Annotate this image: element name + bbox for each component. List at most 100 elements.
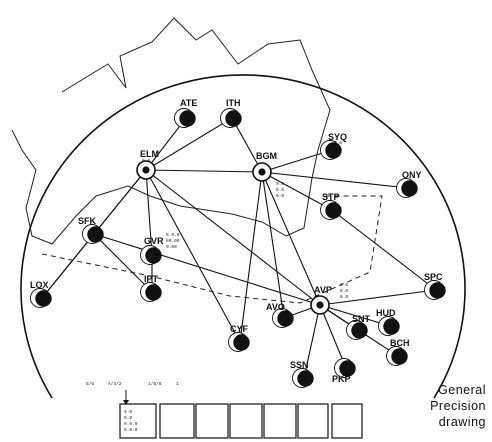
panel-box-2 xyxy=(159,403,195,439)
boundary-outline xyxy=(11,17,331,245)
link-bgm-stp xyxy=(261,171,333,211)
link-lines xyxy=(41,117,437,379)
panel-box-3 xyxy=(195,403,229,439)
panel-top-label: 1 xyxy=(176,381,179,387)
station-ipt: IPT xyxy=(140,274,162,302)
station-label-avo: AVO xyxy=(266,302,285,312)
link-sfk-lox xyxy=(41,233,95,299)
link-elm-cyf xyxy=(145,169,241,343)
link-avp-spc xyxy=(319,289,437,306)
avp-info-line: 0.0 xyxy=(340,288,348,294)
sys-info: 0.0 xyxy=(334,140,342,146)
station-label-elm: ELM xyxy=(140,149,159,159)
station-label-avp: AVP xyxy=(314,285,332,295)
station-spc: SPC xyxy=(424,272,446,300)
hub-dot xyxy=(316,301,324,309)
caption-line: Precision xyxy=(430,399,486,413)
station-bgm: BGM xyxy=(252,151,277,182)
station-ony: ONY xyxy=(396,170,422,198)
scope-circle xyxy=(20,74,466,399)
link-elm-ith xyxy=(145,117,233,171)
link-bgm-ony xyxy=(261,171,409,189)
hub-dot xyxy=(142,166,150,174)
site-blip xyxy=(325,202,342,219)
panel-box-text: 0.0.0 xyxy=(124,427,138,433)
gvr-info-block: 9.0.0 80.00 0.00 xyxy=(166,232,180,250)
station-label-hud: HUD xyxy=(376,308,396,318)
readout-panel: 5/6 A/4/2 1/5/6 1 4.0 0.0 0.0.0 0.0.0 xyxy=(86,381,363,439)
figure-caption: General Precision drawing xyxy=(430,382,486,430)
link-bgm-syq xyxy=(261,149,333,173)
station-label-spc: SPC xyxy=(424,272,443,282)
site-blip xyxy=(297,370,314,387)
caption-line: General xyxy=(438,383,486,397)
link-bgm-avo xyxy=(261,171,285,319)
panel-box-text: 4.0 xyxy=(124,409,132,415)
link-bgm-cyf xyxy=(239,171,263,343)
site-blip xyxy=(145,284,162,301)
station-label-sfk: SFK xyxy=(78,216,97,226)
station-ssn: SSN xyxy=(290,360,314,388)
caption-line: drawing xyxy=(438,415,486,429)
station-label-ate: ATE xyxy=(180,98,197,108)
site-blip xyxy=(401,180,418,197)
station-elm: ELM xyxy=(136,149,159,180)
panel-arrow-head xyxy=(123,400,129,405)
station-label-ssn: SSN xyxy=(290,360,309,370)
station-ate: ATE xyxy=(174,98,197,128)
link-elm-avp xyxy=(145,169,321,306)
link-avp-ssn xyxy=(303,304,321,379)
link-elm-bgm xyxy=(145,169,263,173)
station-syq: SYQ xyxy=(320,132,347,160)
panel-top-label: 5/6 xyxy=(86,381,94,387)
station-label-bgm: BGM xyxy=(256,151,277,161)
bgm-info-block: 0.0 0.0 0.0 xyxy=(276,181,284,199)
link-sfk-avp xyxy=(93,233,321,306)
panel-box-text: 0.0.0 xyxy=(124,421,138,427)
site-blip xyxy=(87,226,104,243)
station-cyf: CYF xyxy=(228,324,250,352)
site-blip xyxy=(179,110,196,127)
link-stp-spc xyxy=(331,209,437,291)
link-elm-gvr xyxy=(145,169,153,256)
bgm-info-line: 0.0 xyxy=(276,193,284,199)
station-pkp: PKP xyxy=(332,358,356,384)
station-label-pkp: PKP xyxy=(332,374,351,384)
site-blip xyxy=(277,310,294,327)
bgm-info-line: 0.0 xyxy=(276,187,284,193)
station-label-lox: LOX xyxy=(30,280,49,290)
site-blip xyxy=(233,334,250,351)
gvr-info-line: 80.00 xyxy=(166,238,180,244)
station-label-snt: SNT xyxy=(352,314,371,324)
station-label-gvr: GVR xyxy=(144,236,164,246)
station-sfk: SFK xyxy=(78,216,104,244)
elm-info: 0.0 xyxy=(142,158,150,164)
station-hud: HUD xyxy=(376,308,400,336)
station-avp: AVP xyxy=(310,285,332,315)
station-label-ony: ONY xyxy=(402,170,422,180)
panel-box-5 xyxy=(263,403,297,439)
panel-box-4 xyxy=(229,403,263,439)
station-label-stp: STP xyxy=(322,192,340,202)
gvr-info-line: 0.00 xyxy=(166,244,177,250)
station-markers: ELM BGM AVP ATE ITH SYQ ONY STP SFK GVR LOX IPT SPC A… xyxy=(30,98,446,388)
bgm-info-line: 0.0 xyxy=(276,181,284,187)
station-bch: BCH xyxy=(386,338,410,366)
site-blip xyxy=(325,142,342,159)
panel-box-1 xyxy=(119,403,157,439)
link-avp-pkp xyxy=(319,304,347,369)
avp-info-block: 0.0 0.0 0.0 xyxy=(340,282,348,300)
station-snt: SNT xyxy=(346,314,371,340)
station-lox: LOX xyxy=(30,280,52,308)
station-stp: STP xyxy=(320,192,342,220)
station-label-syq: SYQ xyxy=(328,132,347,142)
panel-box-6 xyxy=(297,403,329,439)
panel-box-text: 0.0 xyxy=(124,415,132,421)
station-label-ith: ITH xyxy=(226,98,241,108)
station-ith: ITH xyxy=(220,98,242,128)
avp-info-line: 0.0 xyxy=(340,294,348,300)
site-blip xyxy=(35,290,52,307)
panel-box-7 xyxy=(331,403,363,439)
site-blip xyxy=(145,247,162,264)
